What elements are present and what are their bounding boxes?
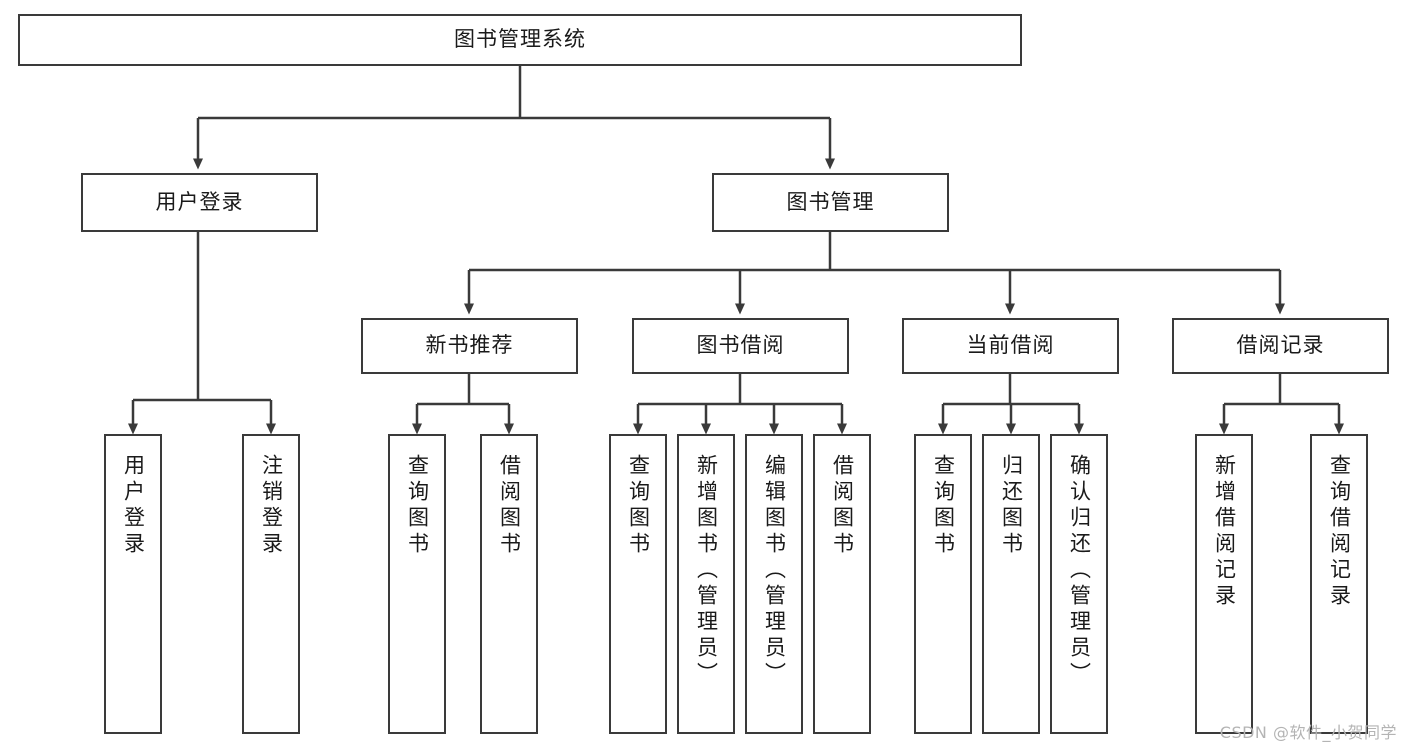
node-label: 借阅图书 bbox=[497, 454, 522, 558]
leaf-book-borrow-lend[interactable]: 借阅图书 bbox=[813, 434, 871, 734]
node-label: 新书推荐 bbox=[425, 333, 514, 358]
node-label: 当前借阅 bbox=[966, 333, 1055, 358]
node-label: 编辑图书（管理员） bbox=[762, 454, 787, 688]
leaf-book-borrow-edit[interactable]: 编辑图书（管理员） bbox=[745, 434, 803, 734]
node-label: 新增图书（管理员） bbox=[694, 454, 719, 688]
node-label: 图书借阅 bbox=[696, 333, 785, 358]
node-label: 查询图书 bbox=[931, 454, 956, 558]
leaf-new-book-query[interactable]: 查询图书 bbox=[388, 434, 446, 734]
leaf-book-borrow-add[interactable]: 新增图书（管理员） bbox=[677, 434, 735, 734]
node-label: 图书管理系统 bbox=[454, 27, 586, 52]
node-new-book-recommend[interactable]: 新书推荐 bbox=[361, 318, 578, 374]
leaf-current-borrow-confirm-return[interactable]: 确认归还（管理员） bbox=[1050, 434, 1108, 734]
leaf-book-borrow-query[interactable]: 查询图书 bbox=[609, 434, 667, 734]
node-label: 图书管理 bbox=[786, 189, 875, 214]
leaf-current-borrow-query[interactable]: 查询图书 bbox=[914, 434, 972, 734]
node-book-management[interactable]: 图书管理 bbox=[712, 173, 949, 232]
node-root-system[interactable]: 图书管理系统 bbox=[18, 14, 1022, 66]
node-label: 确认归还（管理员） bbox=[1067, 454, 1092, 688]
node-label: 新增借阅记录 bbox=[1212, 454, 1237, 610]
node-label: 查询图书 bbox=[405, 454, 430, 558]
leaf-user-login-signin[interactable]: 用户登录 bbox=[104, 434, 162, 734]
node-borrow-record[interactable]: 借阅记录 bbox=[1172, 318, 1389, 374]
node-label: 注销登录 bbox=[259, 454, 284, 558]
node-label: 用户登录 bbox=[121, 454, 146, 558]
node-label: 查询借阅记录 bbox=[1327, 454, 1352, 610]
node-book-borrow[interactable]: 图书借阅 bbox=[632, 318, 849, 374]
node-label: 借阅记录 bbox=[1236, 333, 1325, 358]
node-current-borrow[interactable]: 当前借阅 bbox=[902, 318, 1119, 374]
node-label: 查询图书 bbox=[626, 454, 651, 558]
node-user-login[interactable]: 用户登录 bbox=[81, 173, 318, 232]
csdn-watermark: CSDN @软件_小贺同学 bbox=[1219, 723, 1397, 742]
node-label: 用户登录 bbox=[155, 189, 244, 214]
leaf-borrow-record-query[interactable]: 查询借阅记录 bbox=[1310, 434, 1368, 734]
leaf-current-borrow-return[interactable]: 归还图书 bbox=[982, 434, 1040, 734]
node-label: 借阅图书 bbox=[830, 454, 855, 558]
leaf-user-login-signout[interactable]: 注销登录 bbox=[242, 434, 300, 734]
leaf-new-book-borrow[interactable]: 借阅图书 bbox=[480, 434, 538, 734]
leaf-borrow-record-add[interactable]: 新增借阅记录 bbox=[1195, 434, 1253, 734]
node-label: 归还图书 bbox=[999, 454, 1024, 558]
